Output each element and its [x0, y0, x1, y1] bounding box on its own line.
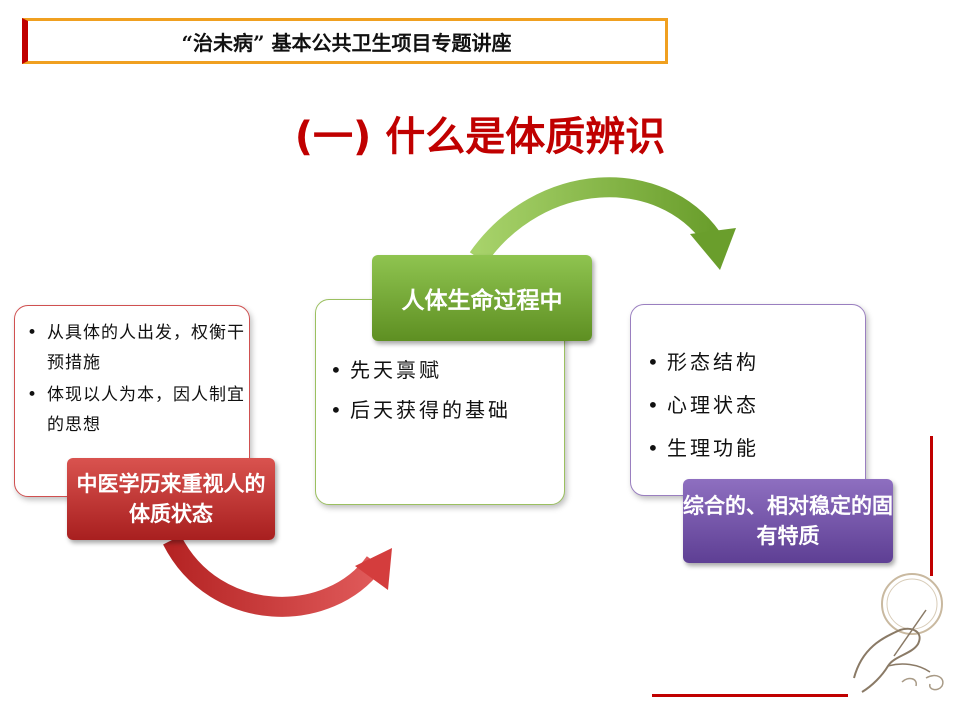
list-item: 先天禀赋 — [330, 352, 555, 388]
red-curved-arrow-icon — [163, 535, 392, 617]
list-item: 心理状态 — [647, 388, 857, 422]
header-title: “治未病” 基本公共卫生项目专题讲座 — [22, 18, 668, 64]
decorative-horizontal-line — [652, 694, 848, 697]
list-item: 生理功能 — [647, 431, 857, 465]
label-stable-traits: 综合的、相对稳定的固有特质 — [683, 479, 893, 563]
list-item: 形态结构 — [647, 345, 857, 379]
box-traits: 形态结构 心理状态 生理功能 — [630, 304, 866, 496]
label-tcm-constitution: 中医学历来重视人的体质状态 — [67, 458, 275, 540]
list-item: 体现以人为本，因人制宜的思想 — [27, 380, 247, 440]
acupuncture-hand-seal-icon — [853, 573, 944, 693]
list-item: 从具体的人出发，权衡干预措施 — [27, 318, 247, 378]
slide-title: (一) 什么是体质辨识 — [294, 114, 666, 160]
list-item: 后天获得的基础 — [330, 392, 555, 428]
green-curved-arrow-icon — [469, 177, 736, 270]
label-life-process: 人体生命过程中 — [372, 255, 592, 341]
decorative-vertical-line — [930, 436, 933, 576]
